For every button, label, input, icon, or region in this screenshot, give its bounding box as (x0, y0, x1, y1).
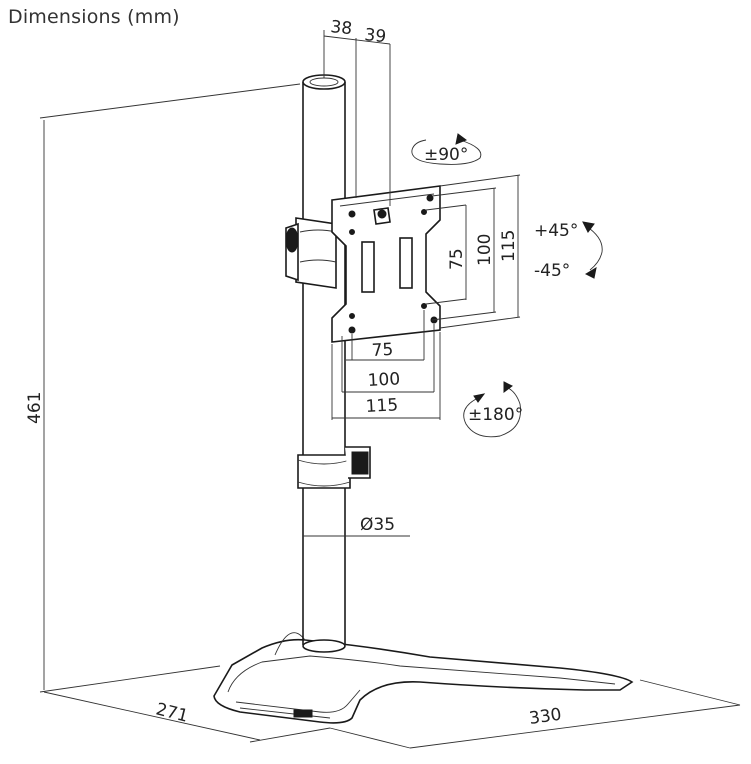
label-vesa-h-100: 100 (367, 369, 400, 391)
swivel-arrow (411, 139, 482, 165)
label-vesa-h-115: 115 (365, 395, 398, 417)
label-width: 330 (528, 705, 563, 729)
label-vesa-v-75: 75 (447, 248, 467, 270)
label-swivel: ±90° (424, 145, 468, 165)
label-vesa-v-100: 100 (475, 234, 495, 266)
page-title: Dimensions (mm) (8, 6, 180, 28)
rotate-arrow (463, 387, 522, 438)
rotation-arrows (411, 133, 603, 438)
stand-pole (297, 74, 371, 653)
tilt-arrow (585, 225, 603, 271)
label-vesa-v-115: 115 (499, 230, 519, 262)
dimension-lines (39, 30, 741, 749)
label-vesa-h-75: 75 (371, 340, 394, 361)
vesa-plate (331, 185, 441, 343)
label-height: 461 (25, 392, 45, 424)
label-tilt-up: +45° (534, 221, 578, 241)
label-pole-offset-a: 38 (329, 17, 353, 39)
mount-clamp (285, 217, 337, 289)
stand-base (213, 632, 634, 724)
label-pole-diameter: Ø35 (360, 515, 395, 535)
label-tilt-down: -45° (534, 261, 570, 281)
label-pole-offset-b: 39 (363, 25, 387, 47)
label-rotate: ±180° (468, 405, 523, 425)
label-depth: 271 (154, 699, 190, 726)
